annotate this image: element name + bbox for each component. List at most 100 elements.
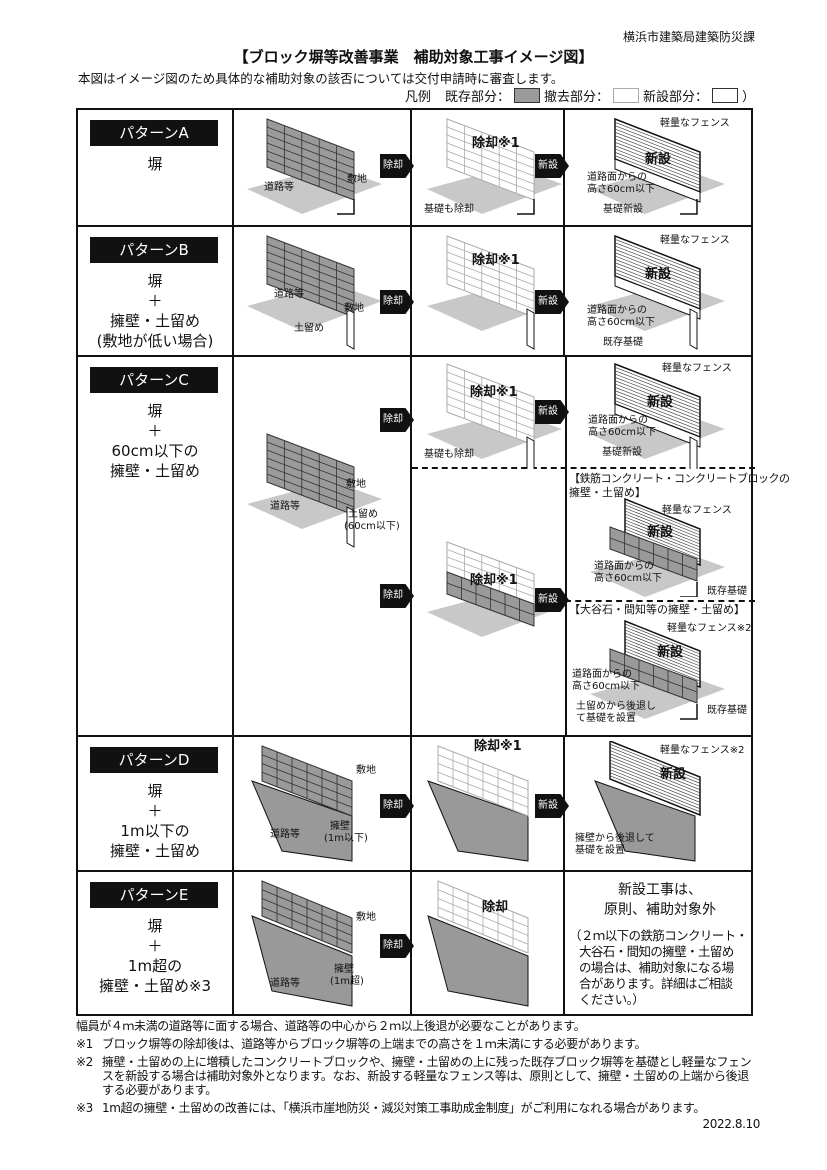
row-pattern-d: パターンD 塀＋1m以下の擁壁・土留め 道路等 敷地 擁壁 (1m以下) 除却※… (78, 737, 751, 872)
removal-cell: 除却※1 基礎も除却 (412, 110, 565, 225)
removal-label: 除却 (482, 900, 509, 915)
yoheki-height-label: (1m超) (330, 976, 364, 987)
height-label: 道路面からの (587, 305, 647, 316)
pattern-name: パターンB (90, 237, 218, 263)
install-arrow: 新設 (535, 794, 569, 818)
desc-line: 60cm以下の (111, 442, 199, 460)
desc-line: ＋ (147, 292, 163, 310)
legend-removed: 撤去部分： (543, 90, 609, 105)
removal-cell: 除却※1 (412, 227, 565, 355)
install-arrow: 新設 (535, 290, 569, 314)
removal-label: 除却※1 (472, 136, 520, 151)
pattern-desc: 塀＋60cm以下の擁壁・土留め (78, 401, 232, 481)
note-line: 合があります。詳細はご相談 (579, 976, 733, 991)
removal-label: 除却※1 (472, 253, 520, 268)
yoheki-height-label: (1m以下) (324, 833, 368, 844)
page-note: 本図はイメージ図のため具体的な補助対象の該否については交付申請時に審査します。 (78, 71, 564, 86)
road-label: 道路等 (264, 182, 294, 193)
removed-wall-illustration (427, 235, 562, 350)
swatch-new (711, 88, 738, 103)
foundation-removed-label: 基礎も除却 (424, 204, 474, 215)
fence-label: 軽量なフェンス (660, 118, 730, 129)
pattern-desc: 塀＋1m以下の擁壁・土留め (78, 781, 232, 861)
divider (565, 600, 755, 602)
existing-wall-illustration (251, 880, 353, 1007)
desc-line: 塀 (147, 917, 163, 935)
desc-line: (敷地が低い場合) (96, 332, 214, 350)
swatch-existing (513, 88, 540, 103)
new-label: 新設 (645, 152, 672, 167)
height-label: 道路面からの (572, 669, 632, 680)
pattern-desc: 塀＋擁壁・土留め(敷地が低い場合) (78, 271, 232, 351)
column-divider (565, 357, 567, 735)
new-label: 新設 (657, 645, 684, 660)
fence-label: 軽量なフェンス※2 (667, 623, 752, 634)
existing-wall-illustration (247, 118, 382, 215)
pattern-name: パターンD (90, 747, 218, 773)
desc-line: ＋ (147, 422, 163, 440)
footnotes: 幅員が４ｍ未満の道路等に面する場合、道路等の中心から２ｍ以上後退が必要なことがあ… (76, 1019, 760, 1131)
new-cell: 新設工事は、原則、補助対象外 （２ｍ以下の鉄筋コンクリート・大谷石・間知の擁壁・… (565, 872, 755, 1014)
setback-label: 基礎を設置 (575, 845, 625, 856)
footnote-text: 擁壁・土留めの上に増積したコンクリートブロックや、擁壁・土留めの上に残った既存ブ… (102, 1055, 752, 1097)
existing-cell: 道路等 敷地 擁壁 (1m超) (234, 872, 412, 1014)
install-arrow: 新設 (535, 588, 569, 612)
yoheki-label: 擁壁 (334, 964, 354, 975)
existing-wall-illustration (251, 745, 353, 862)
existing-foundation-label: 既存基礎 (603, 337, 643, 348)
removal-label: 除却※1 (470, 385, 518, 400)
removed-wall-illustration (427, 118, 562, 215)
new-foundation-label: 基礎新設 (603, 204, 643, 215)
desc-line: 1m以下の (120, 822, 190, 840)
height-label: 高さ60cm以下 (587, 184, 655, 195)
legend-new: 新設部分： (642, 90, 708, 105)
pattern-desc: 塀＋1m超の擁壁・土留め※3 (78, 916, 232, 996)
site-label: 敷地 (347, 174, 367, 185)
desc-line: 擁壁・土留め (109, 312, 200, 330)
install-arrow: 新設 (535, 154, 569, 178)
footnote-text: 1m超の擁壁・土留めの改善には、「横浜市崖地防災・減災対策工事助成金制度」がご利… (102, 1101, 705, 1115)
desc-line: 擁壁・土留め (109, 462, 200, 480)
desc-line: 擁壁・土留め※3 (98, 977, 212, 995)
height-label: 高さ60cm以下 (587, 317, 655, 328)
road-label: 道路等 (274, 289, 304, 300)
split-cell: 除却※1 基礎も除却 除却※1 軽量なフェンス 新設 道路面からの 高さ60cm… (412, 357, 790, 735)
existing-cell: 道路等 敷地 (234, 110, 412, 225)
new-fence-illustration (590, 117, 725, 215)
new-cell: 軽量なフェンス 新設 道路面からの 高さ60cm以下 既存基礎 (565, 227, 755, 355)
pattern-name: パターンC (90, 367, 218, 393)
note-line: 原則、補助対象外 (604, 902, 716, 918)
pattern-label-cell: パターンD 塀＋1m以下の擁壁・土留め (78, 737, 234, 870)
removed-wall-illustration (427, 745, 529, 862)
oya-title: 【大谷石・間知等の擁壁・土留め】 (569, 603, 745, 616)
desc-line: 塀 (147, 782, 163, 800)
pattern-desc: 塀 (78, 154, 232, 174)
height-label: 道路面からの (588, 415, 648, 426)
footnote-intro: 幅員が４ｍ未満の道路等に面する場合、道路等の中心から２ｍ以上後退が必要なことがあ… (76, 1019, 586, 1033)
new-foundation-label: 基礎新設 (602, 447, 642, 458)
existing-cell: 道路等 敷地 擁壁 (1m以下) (234, 737, 412, 870)
existing-wall-illustration (247, 235, 382, 350)
removed-wall-illustration (427, 541, 562, 637)
note-line: 新設工事は、 (618, 882, 702, 898)
desc-line: ＋ (147, 802, 163, 820)
pattern-label-cell: パターンB 塀＋擁壁・土留め(敷地が低い場合) (78, 227, 234, 355)
page-title: 【ブロック塀等改善事業 補助対象工事イメージ図】 (233, 48, 594, 66)
new-label: 新設 (647, 395, 674, 410)
height-label: 高さ60cm以下 (588, 427, 656, 438)
new-fence-illustration (590, 362, 725, 469)
removal-label: 除却※1 (474, 739, 522, 754)
pattern-label-cell: パターンC 塀＋60cm以下の擁壁・土留め (78, 357, 234, 735)
fence-label: 軽量なフェンス※2 (660, 745, 745, 756)
yoheki-label: 擁壁 (330, 821, 350, 832)
pattern-name: パターンA (90, 120, 218, 146)
note-line: の場合は、補助対象になる場 (579, 960, 734, 975)
department: 横浜市建築局建築防災課 (622, 30, 755, 44)
row-pattern-a: パターンA 塀 道路等 敷地 除却※1 基礎も除却 軽量なフェンス 新設 道路面… (78, 110, 751, 227)
legend: 凡例 既存部分： 撤去部分： 新設部分： ） (405, 86, 755, 105)
road-label: 道路等 (270, 501, 300, 512)
new-cell: 軽量なフェンス 新設 道路面からの 高さ60cm以下 基礎新設 (565, 110, 755, 225)
